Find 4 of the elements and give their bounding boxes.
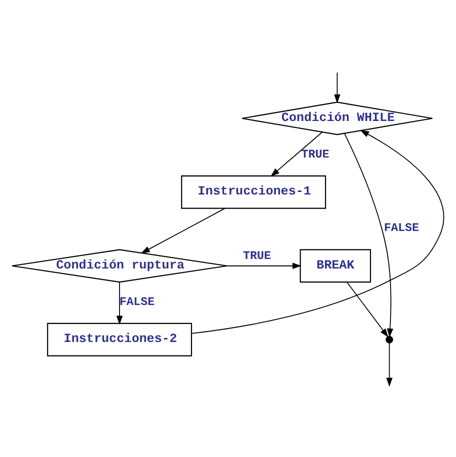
edge-label: FALSE xyxy=(384,220,420,235)
edge-label: TRUE xyxy=(301,146,330,161)
edge-label: TRUE xyxy=(243,248,272,263)
edge-label: FALSE xyxy=(120,294,155,308)
